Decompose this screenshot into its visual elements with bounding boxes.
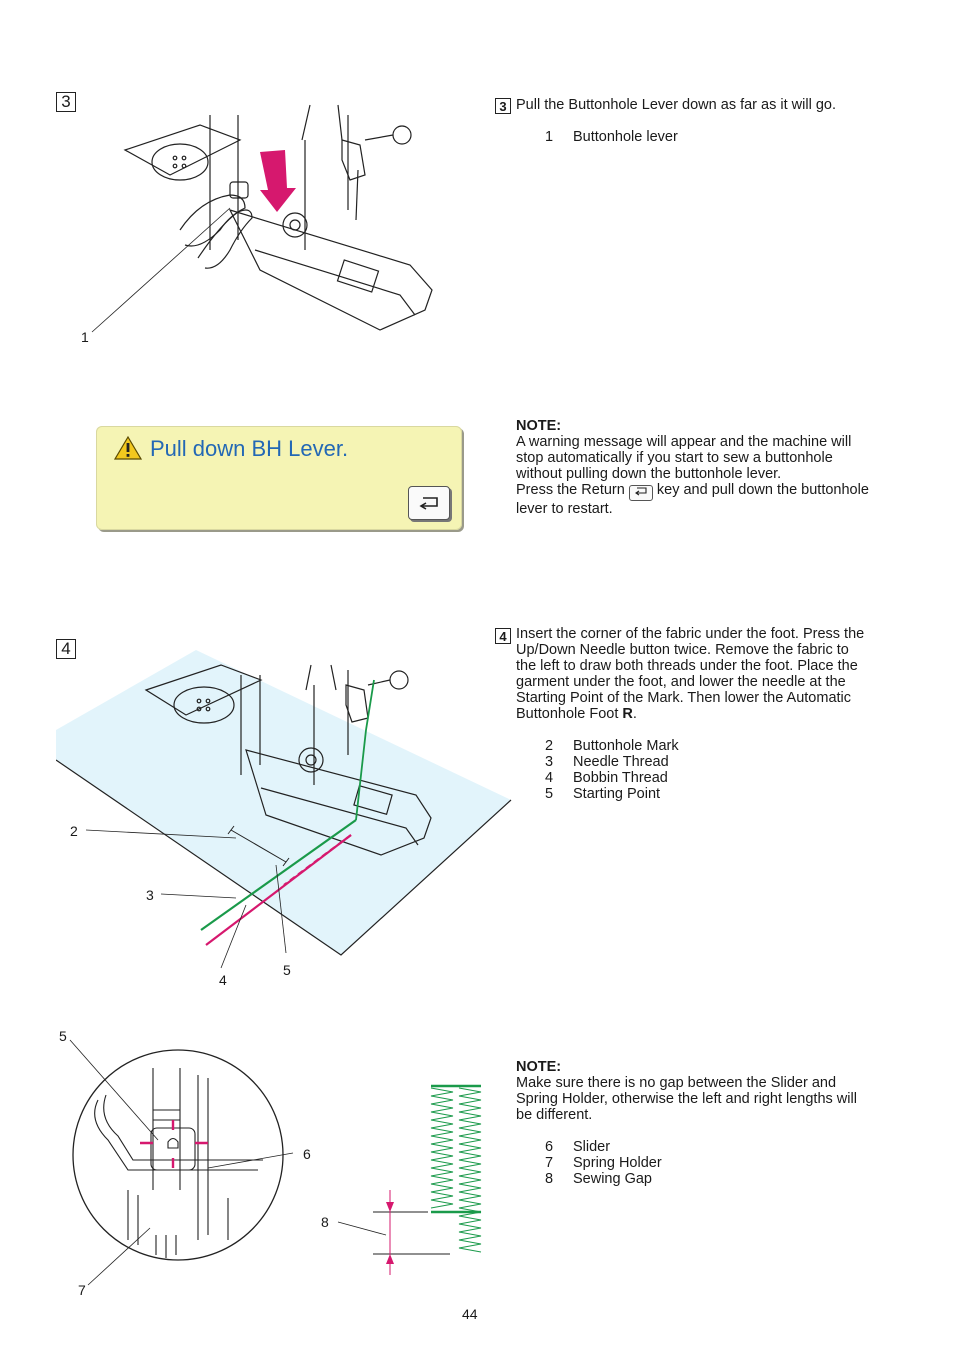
callout-4: 4 bbox=[219, 972, 227, 988]
note-line: Press the Return key and pull down the b… bbox=[516, 482, 916, 501]
slider-detail-illustration bbox=[69, 1039, 482, 1286]
note-line-part: Press the Return bbox=[516, 482, 625, 498]
note-line: Make sure there is no gap between the Sl… bbox=[516, 1075, 837, 1091]
lcd-message: Pull down BH Lever. bbox=[150, 436, 349, 461]
note-line: stop automatically if you start to sew a… bbox=[516, 450, 833, 466]
step-4-instruction: Insert the corner of the fabric under th… bbox=[516, 626, 916, 722]
callout-2: 2 bbox=[70, 823, 78, 839]
step-4-badge: 4 bbox=[56, 639, 76, 659]
note-heading: NOTE: bbox=[516, 1059, 562, 1075]
callout-5b: 5 bbox=[59, 1028, 67, 1044]
instruction-line: Up/Down Needle button twice. Remove the … bbox=[516, 642, 849, 658]
note-line-part: key and pull down the buttonhole bbox=[656, 482, 869, 498]
callout-7: 7 bbox=[78, 1282, 86, 1298]
step-3-badge: 3 bbox=[56, 92, 76, 112]
instruction-line: Starting Point of the Mark. Then lower t… bbox=[516, 690, 852, 706]
note-line: Spring Holder, otherwise the left and ri… bbox=[516, 1091, 857, 1107]
instruction-line-part: Buttonhole Foot bbox=[516, 706, 623, 722]
foot-letter: R bbox=[622, 706, 633, 722]
instruction-line: garment under the foot, and lower the ne… bbox=[516, 674, 846, 690]
note-heading: NOTE: bbox=[516, 418, 562, 434]
step-3-text-badge: 3 bbox=[495, 98, 511, 114]
return-arrow-icon bbox=[419, 497, 438, 510]
step-3-instruction: Pull the Buttonhole Lever down as far as… bbox=[516, 97, 836, 113]
callout-1: 1 bbox=[81, 329, 89, 345]
return-button[interactable] bbox=[408, 486, 450, 520]
step-4-text-badge: 4 bbox=[495, 628, 511, 644]
instruction-line: Buttonhole Foot R. bbox=[516, 706, 916, 722]
note-line: lever to restart. bbox=[516, 501, 613, 517]
note-line: A warning message will appear and the ma… bbox=[516, 434, 852, 450]
note-1: NOTE: A warning message will appear and … bbox=[516, 418, 916, 517]
instruction-line-part: . bbox=[632, 706, 637, 722]
instruction-line: Insert the corner of the fabric under th… bbox=[516, 626, 865, 642]
callout-3: 3 bbox=[146, 887, 154, 903]
callout-5: 5 bbox=[283, 962, 291, 978]
note-line: be different. bbox=[516, 1107, 593, 1123]
callout-6: 6 bbox=[303, 1146, 311, 1162]
buttonhole-lever-illustration bbox=[91, 104, 433, 333]
lcd-warning-screen: Pull down BH Lever. bbox=[96, 426, 462, 530]
return-key-icon bbox=[628, 485, 653, 501]
warning-triangle-icon bbox=[114, 435, 142, 460]
fabric-placement-illustration bbox=[56, 650, 512, 969]
note-2: NOTE: Make sure there is no gap between … bbox=[516, 1059, 916, 1123]
note-line: without pulling down the buttonhole leve… bbox=[516, 466, 782, 482]
callout-8: 8 bbox=[321, 1214, 329, 1230]
page-number: 44 bbox=[462, 1306, 478, 1322]
instruction-line: the left to draw both threads under the … bbox=[516, 658, 858, 674]
